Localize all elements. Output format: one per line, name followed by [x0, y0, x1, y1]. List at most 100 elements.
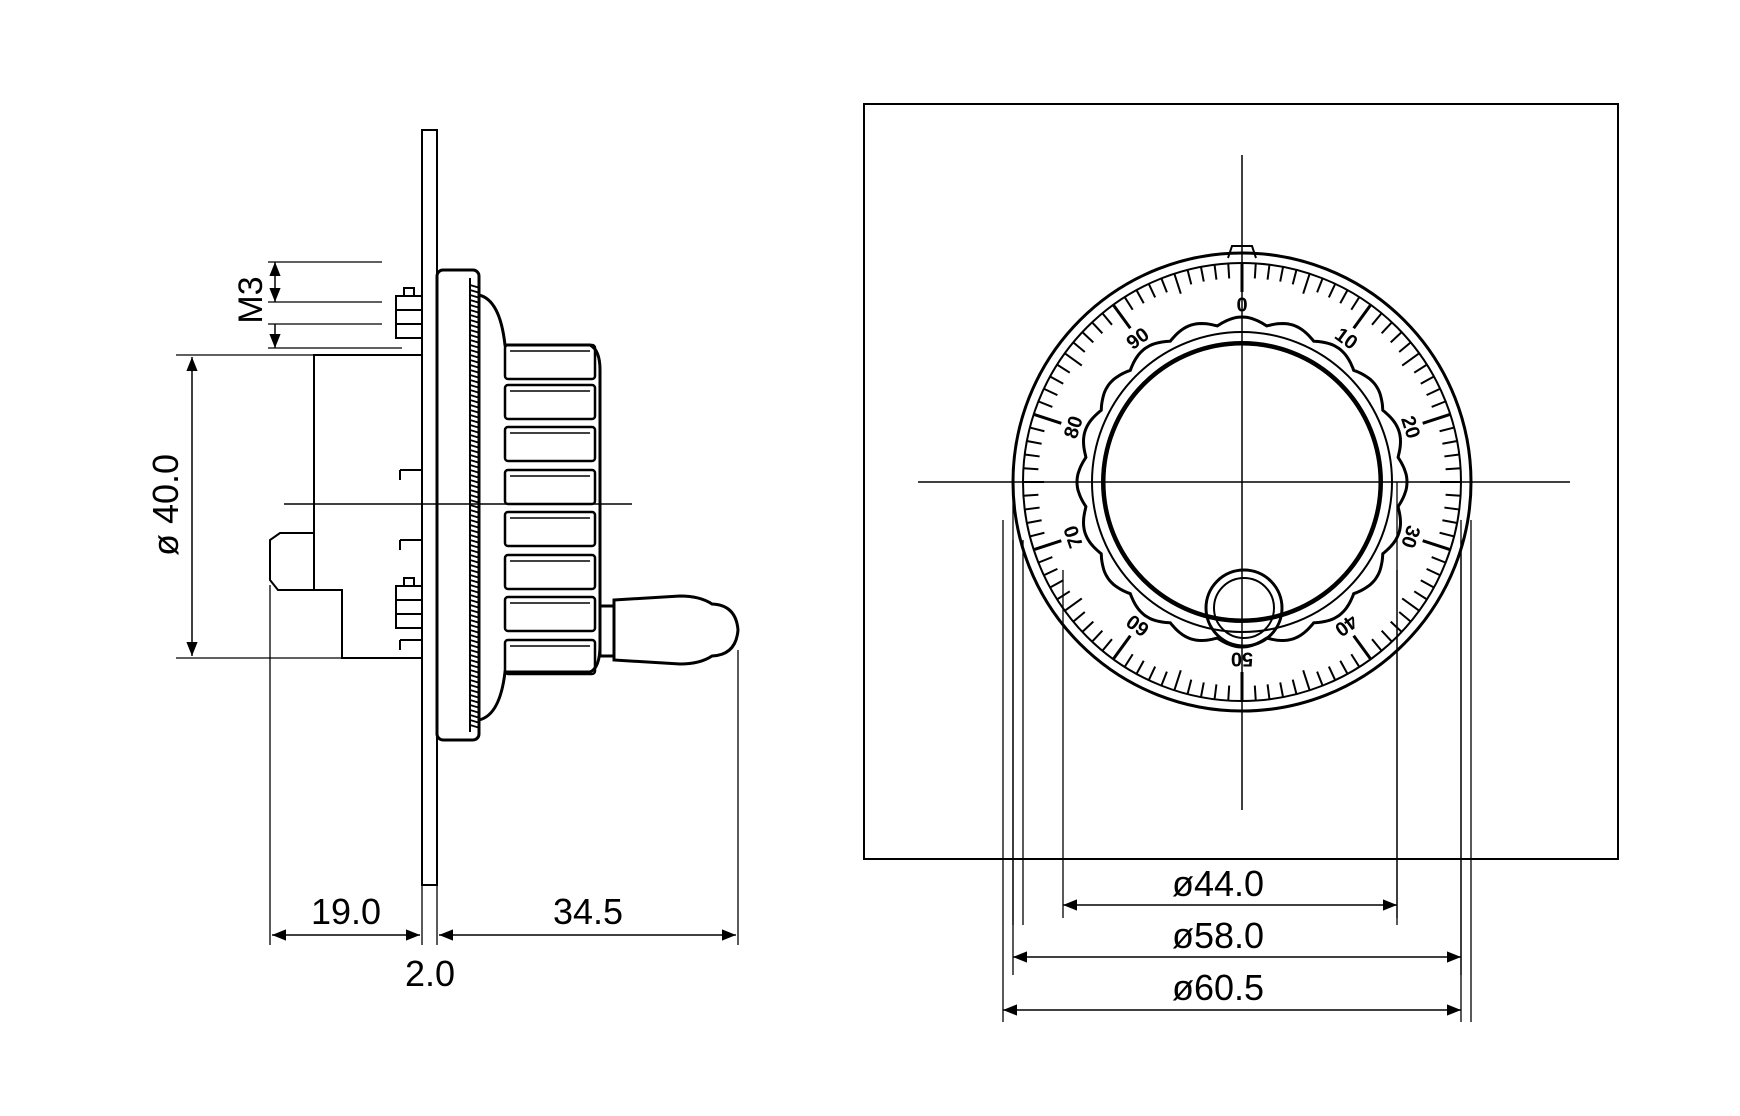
knurl-tooth	[469, 684, 481, 689]
knurl-tooth	[469, 509, 481, 514]
knurl-tooth	[469, 289, 481, 294]
minor-tick	[1390, 331, 1403, 344]
knurl-tooth	[469, 479, 481, 484]
knurl-tooth	[469, 424, 481, 429]
rear-terminal	[269, 532, 315, 591]
minor-tick	[1401, 597, 1420, 612]
knurl-tooth	[469, 439, 481, 444]
knurl-tooth	[469, 699, 481, 704]
knurled-edge	[469, 284, 481, 729]
front-dim-extensions	[1062, 570, 1398, 918]
minor-tick	[1327, 666, 1337, 681]
knurl-tooth	[469, 564, 481, 569]
minor-tick	[1091, 630, 1104, 643]
minor-tick	[1173, 273, 1182, 294]
minor-tick	[1444, 453, 1460, 458]
minor-tick	[1101, 638, 1113, 652]
minor-tick	[1253, 685, 1257, 701]
minor-tick	[1147, 283, 1157, 298]
minor-tick	[1064, 352, 1083, 367]
minor-tick	[1023, 467, 1039, 471]
knurl-tooth	[469, 469, 481, 474]
knurl-tooth	[469, 294, 481, 299]
knurl-tooth	[469, 339, 481, 344]
knurl-tooth	[469, 414, 481, 419]
knob-face	[1102, 342, 1382, 622]
bottom-screw	[395, 577, 423, 629]
dial-label: 10	[1330, 324, 1361, 355]
knurl-tooth	[469, 599, 481, 604]
minor-tick	[1253, 263, 1257, 279]
knurl-tooth	[469, 319, 481, 324]
knurl-tooth	[469, 724, 481, 729]
dial-ticks	[1023, 263, 1461, 701]
minor-tick	[1213, 264, 1218, 280]
minor-tick	[1072, 341, 1086, 353]
dial-label: 60	[1123, 610, 1154, 641]
minor-tick	[1147, 666, 1157, 681]
knurl-tooth	[469, 569, 481, 574]
knurl-tooth	[469, 514, 481, 519]
knob-rib	[503, 595, 597, 633]
knurl-tooth	[469, 654, 481, 659]
knurl-tooth	[469, 669, 481, 674]
knurl-tooth	[469, 284, 481, 289]
minor-tick	[1024, 453, 1040, 458]
knurl-tooth	[469, 464, 481, 469]
dial-label: 0	[1236, 294, 1247, 316]
knurl-tooth	[469, 574, 481, 579]
knurl-tooth	[469, 534, 481, 539]
minor-tick	[1316, 671, 1324, 686]
minor-tick	[1327, 283, 1337, 298]
knurl-tooth	[469, 709, 481, 714]
knurl-tooth	[469, 619, 481, 624]
knurl-tooth	[469, 694, 481, 699]
knurl-tooth	[469, 299, 481, 304]
rear-depth-label: 19.0	[311, 891, 381, 932]
minor-tick	[1445, 493, 1461, 497]
minor-tick	[1081, 620, 1094, 633]
minor-tick	[1135, 289, 1145, 304]
knob-rib	[503, 343, 597, 381]
knurl-tooth	[469, 329, 481, 334]
minor-tick	[1026, 519, 1042, 525]
minor-tick	[1024, 506, 1040, 511]
rear-pins	[399, 469, 422, 650]
knurl-tooth	[469, 354, 481, 359]
knurl-tooth	[469, 689, 481, 694]
knurl-tooth	[469, 539, 481, 544]
minor-tick	[1444, 506, 1460, 511]
knurl-tooth	[469, 554, 481, 559]
knurl-tooth	[469, 519, 481, 524]
minor-tick	[1302, 670, 1311, 691]
knurl-tooth	[469, 659, 481, 664]
major-tick	[1112, 634, 1132, 661]
knurl-tooth	[469, 409, 481, 414]
knob-rib	[503, 468, 597, 506]
knob-ribs	[503, 343, 597, 676]
minor-tick	[1439, 531, 1455, 538]
knurl-tooth	[469, 644, 481, 649]
minor-tick	[1227, 263, 1231, 279]
minor-tick	[1380, 321, 1393, 334]
minor-tick	[1420, 579, 1435, 589]
dial-label: 90	[1123, 324, 1154, 355]
minor-tick	[1371, 638, 1383, 652]
inner-diameter-label: ø44.0	[1172, 863, 1264, 904]
knurl-tooth	[469, 624, 481, 629]
major-tick	[1033, 539, 1062, 552]
grip-inner-circle	[1101, 341, 1383, 623]
knurl-tooth	[469, 484, 481, 489]
minor-tick	[1390, 620, 1403, 633]
panel-thickness-label: 2.0	[405, 953, 455, 994]
minor-tick	[1279, 682, 1285, 698]
minor-tick	[1173, 670, 1182, 691]
dial-label: 40	[1330, 610, 1361, 641]
knurl-tooth	[469, 609, 481, 614]
major-tick	[1352, 303, 1372, 330]
minor-tick	[1302, 273, 1311, 294]
knurl-tooth	[469, 634, 481, 639]
knurl-tooth	[469, 359, 481, 364]
knurl-tooth	[469, 604, 481, 609]
minor-tick	[1339, 289, 1349, 304]
